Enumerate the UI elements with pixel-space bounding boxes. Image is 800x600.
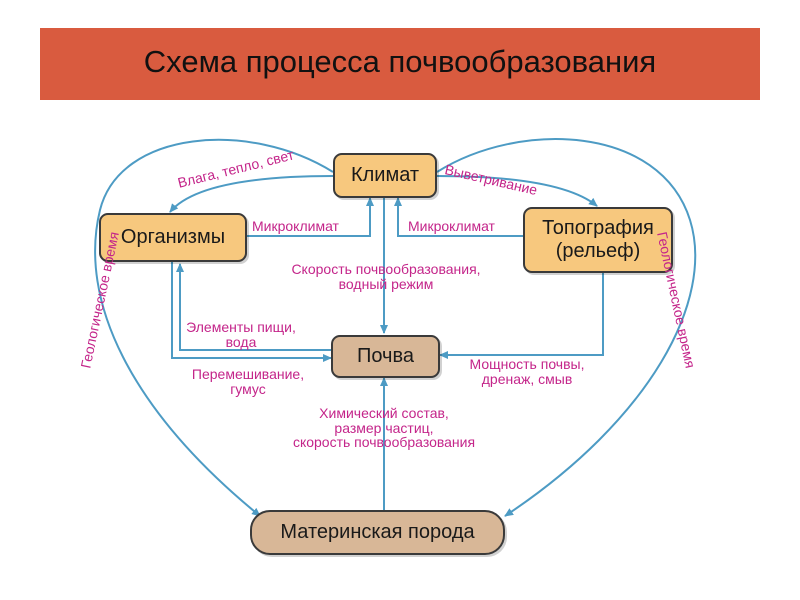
arrow-geological-time-right: [436, 138, 697, 517]
arrow-organisms-to-soil: [171, 262, 332, 362]
slide-title: Схема процесса почвообразования: [143, 44, 657, 79]
node-parent-rock-label: Материнская порода: [280, 521, 475, 543]
arrow-geological-time-left: [94, 138, 334, 517]
node-soil: Почва: [331, 335, 440, 378]
node-topography-label: Топография (рельеф): [542, 217, 654, 262]
label-microclimate-left: Микроклимат: [252, 218, 339, 234]
arrow-soil-to-organisms: [176, 263, 331, 351]
arrow-climate-to-topography: [436, 175, 598, 207]
label-formation-rate: Скорость почвообразования, водный режим: [291, 261, 481, 292]
arrow-topography-to-climate: [394, 197, 523, 237]
node-climate: Климат: [333, 153, 437, 198]
arrow-topography-to-soil: [439, 273, 604, 359]
node-soil-label: Почва: [356, 345, 414, 367]
label-mixing-humus: Перемешивание, гумус: [191, 366, 305, 397]
node-organisms: Организмы: [99, 213, 247, 262]
node-topography: Топография (рельеф): [523, 207, 673, 273]
title-bar: Схема процесса почвообразования: [40, 28, 760, 100]
node-parent-rock: Материнская порода: [250, 510, 505, 555]
label-chemical-composition: Химический состав, размер частиц, скорос…: [292, 405, 476, 451]
node-climate-label: Климат: [350, 164, 420, 186]
arrow-organisms-to-climate: [247, 197, 374, 237]
arrow-climate-to-organisms: [169, 175, 334, 213]
node-organisms-label: Организмы: [120, 226, 226, 248]
label-soil-thickness: Мощность почвы, дренаж, смыв: [469, 356, 585, 387]
label-food-elements: Элементы пищи, вода: [186, 319, 296, 350]
label-microclimate-right: Микроклимат: [408, 218, 495, 234]
